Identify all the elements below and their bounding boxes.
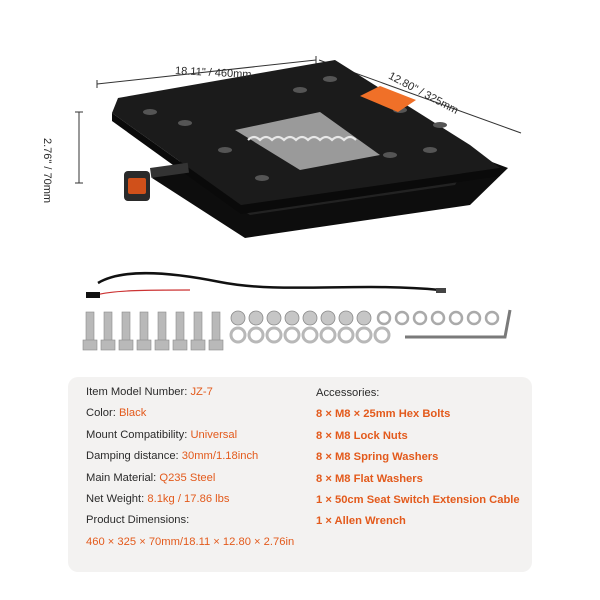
adjustment-knob <box>124 162 190 201</box>
accessory-item: 8 × M8 × 25mm Hex Bolts <box>316 408 451 421</box>
spec-material: Main Material: Q235 Steel <box>86 471 216 484</box>
spring <box>247 135 357 142</box>
accessories-title: Accessories: <box>316 387 380 399</box>
spec-dimensions-value: 460 × 325 × 70mm/18.11 × 12.80 × 2.76in <box>86 535 295 548</box>
accessory-item: 1 × Allen Wrench <box>316 515 406 528</box>
hex-bolts <box>82 311 224 351</box>
spec-mount: Mount Compatibility: Universal <box>86 428 238 441</box>
height-dimension-label: 2.76" / 70mm <box>41 138 53 204</box>
top-plate-edge <box>112 113 500 214</box>
specs-panel: Item Model Number: JZ-7 Color: Black Mou… <box>68 377 532 572</box>
accessory-item: 8 × M8 Flat Washers <box>316 472 423 485</box>
plate-holes <box>143 76 447 181</box>
spec-dimensions-label: Product Dimensions: <box>86 514 190 527</box>
spec-model: Item Model Number: JZ-7 <box>86 386 213 398</box>
extension-cable <box>86 271 446 298</box>
seat-switch <box>360 86 416 112</box>
accessory-item: 8 × M8 Lock Nuts <box>316 429 408 442</box>
allen-wrench <box>405 309 512 339</box>
spec-weight: Net Weight: 8.1kg / 17.86 lbs <box>86 492 230 505</box>
spec-color: Color: Black <box>86 407 147 420</box>
accessory-item: 8 × M8 Spring Washers <box>316 451 439 464</box>
lock-nuts <box>230 310 372 326</box>
height-dimension-line <box>75 111 83 184</box>
accessory-item: 1 × 50cm Seat Switch Extension Cable <box>316 493 520 506</box>
width-dimension-line <box>96 56 317 88</box>
spring-washers <box>376 310 500 326</box>
specs-list: Item Model Number: JZ-7 Color: Black Mou… <box>86 386 295 558</box>
flat-washers <box>229 326 391 344</box>
accessories-list: Accessories: 8 × M8 × 25mm Hex Bolts 8 ×… <box>316 387 520 537</box>
spec-damping: Damping distance: 30mm/1.18inch <box>86 450 259 463</box>
